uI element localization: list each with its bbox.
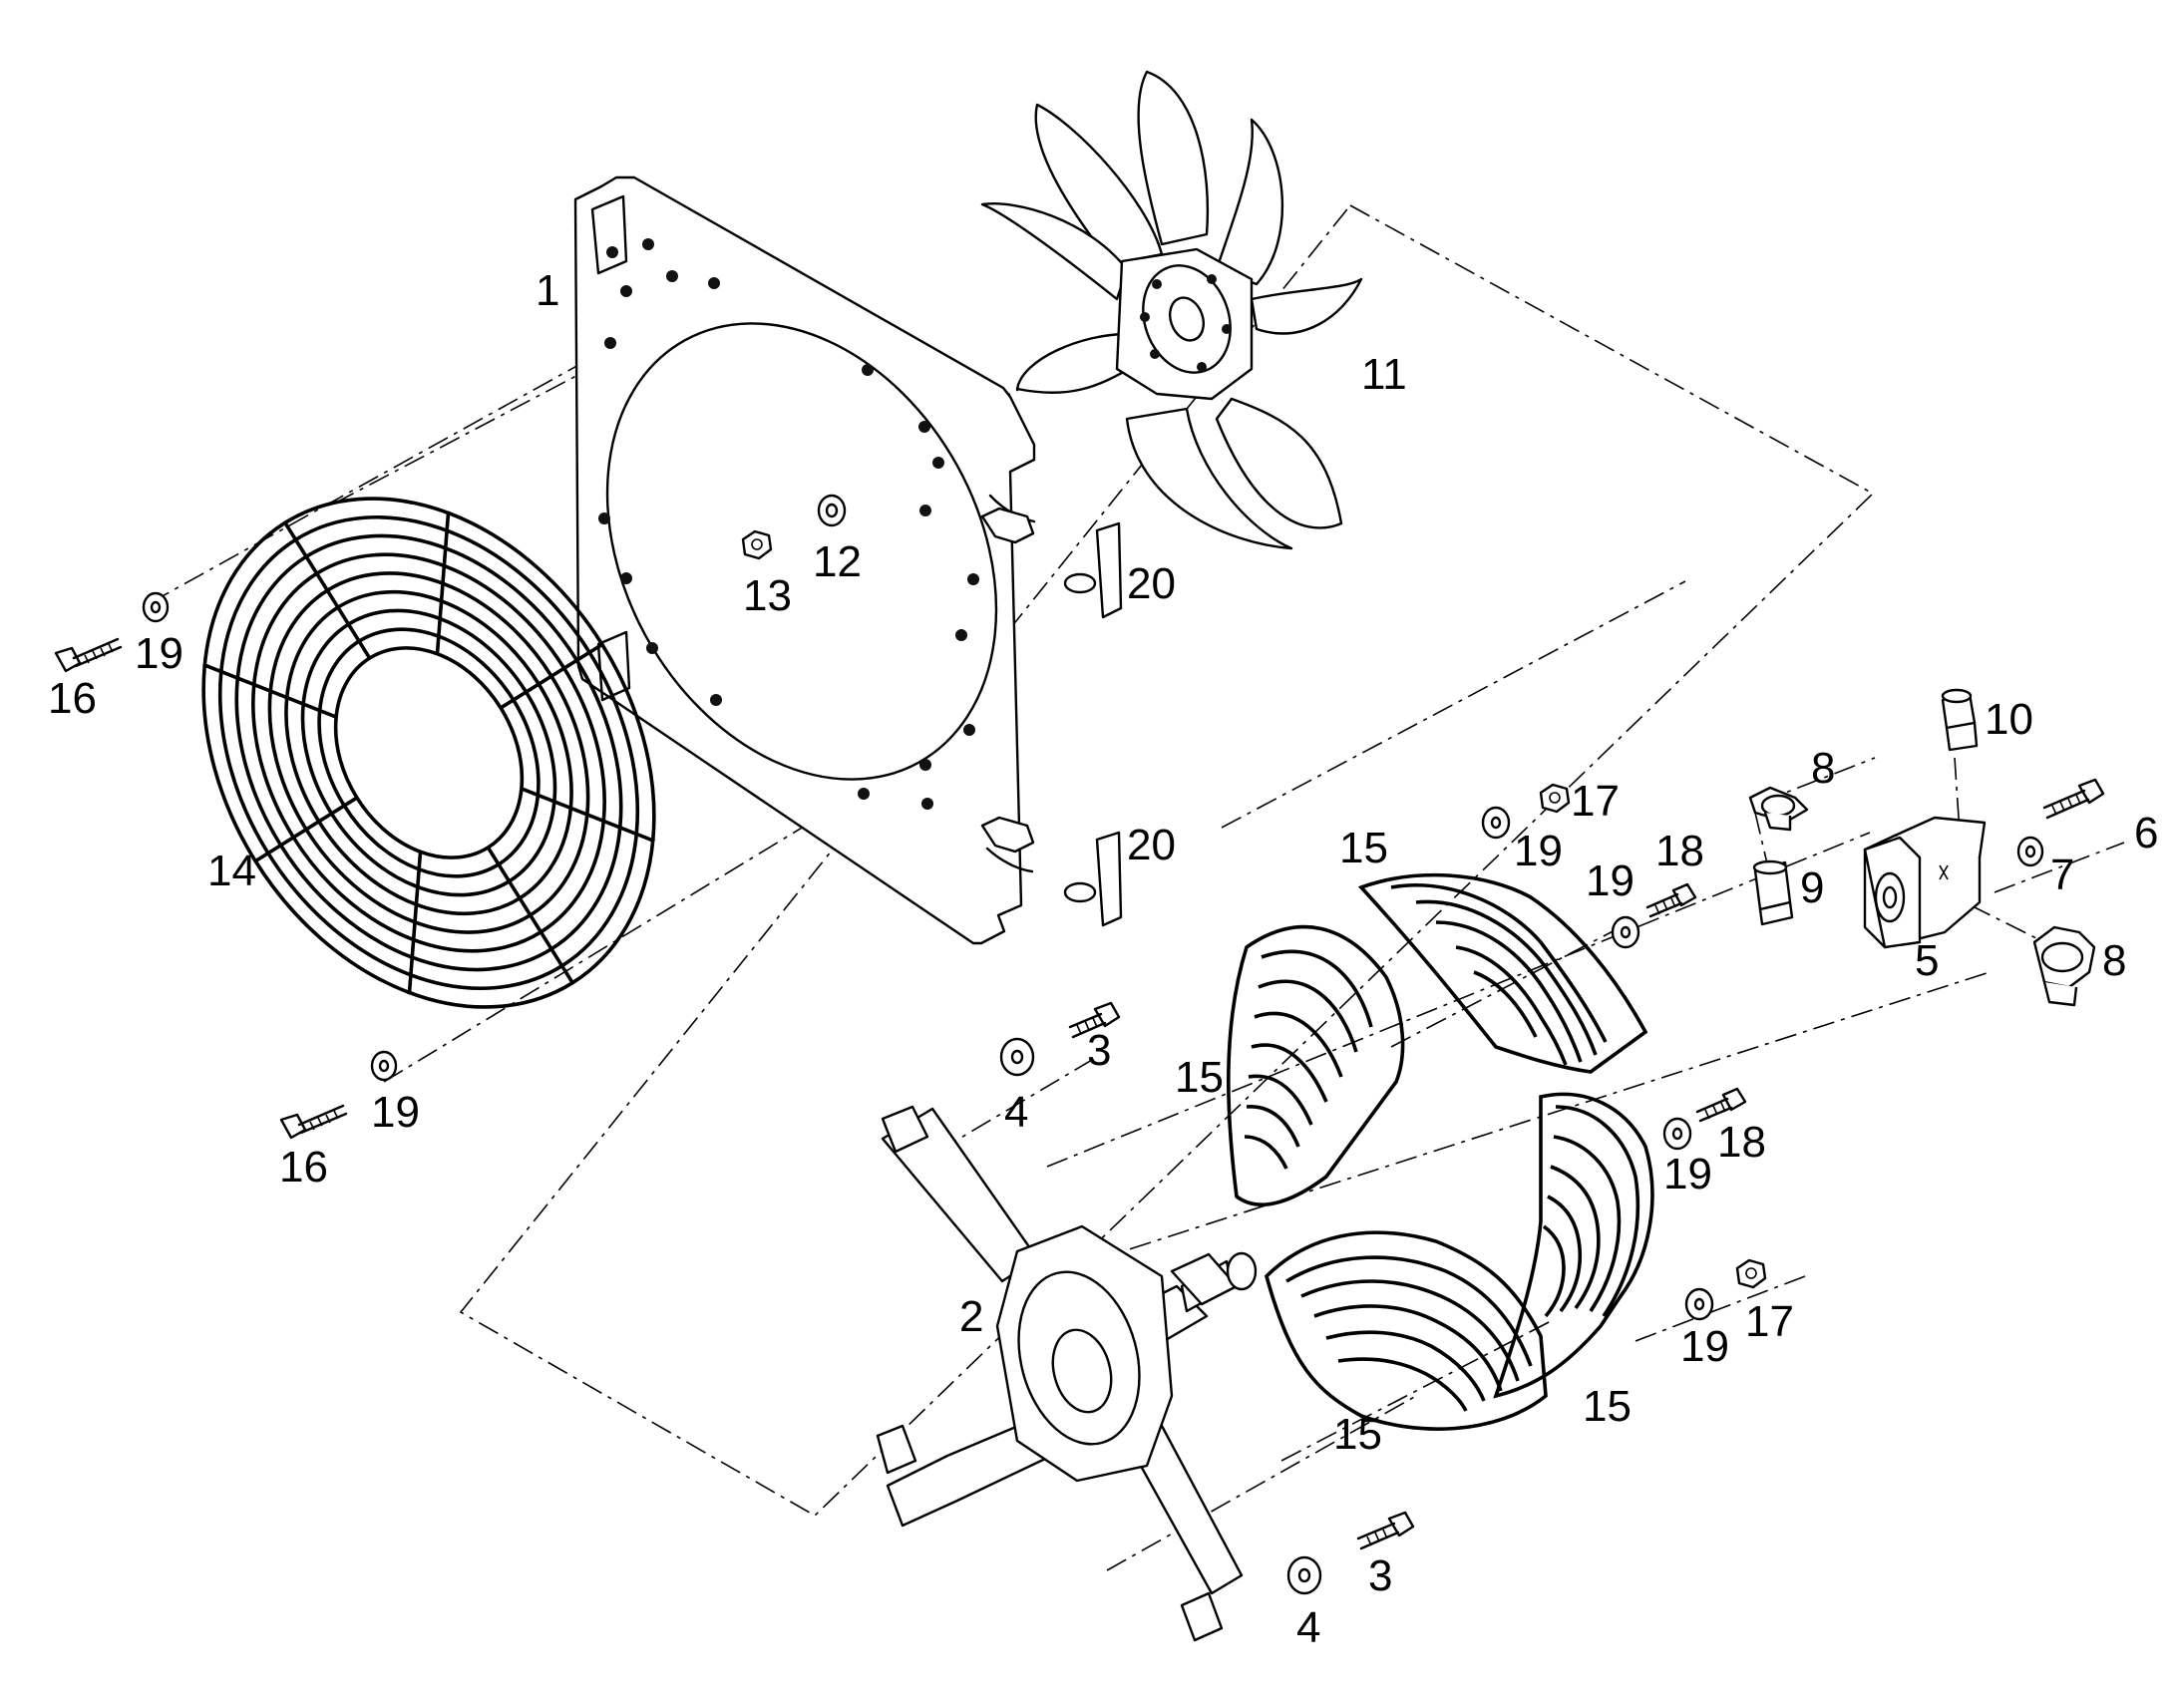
callout-16: 16 [279,1143,328,1192]
callout-12: 12 [813,537,862,586]
callout-17: 17 [1745,1297,1794,1346]
washer-4-upper [999,1037,1035,1077]
callout-3: 3 [1087,1026,1111,1075]
bolt-18-lower [1695,1087,1747,1123]
callout-4: 4 [1004,1088,1028,1137]
callout-6: 6 [2134,809,2158,857]
callout-15: 15 [1339,824,1388,872]
nut-17-upper [1539,783,1571,814]
bolt-18-upper [1645,882,1697,918]
callout-20: 20 [1127,559,1176,608]
guard-segment-lower-right [1493,1092,1654,1399]
callout-14: 14 [207,847,256,895]
mounting-bracket-upper [980,507,1123,619]
guard-segment-lower-left [1264,1230,1548,1431]
callout-20: 20 [1127,821,1176,869]
fitting-9 [1752,859,1794,926]
washer-19-a [142,591,170,623]
callout-19: 19 [1680,1322,1729,1371]
washer-19-e [1662,1117,1692,1151]
flange-8-lower [2032,925,2096,1007]
bolt-16-lower [279,1104,348,1140]
nut-13 [741,529,773,560]
callout-15: 15 [1583,1382,1632,1431]
fitting-10 [1941,688,1979,752]
hydraulic-motor [1863,816,1987,949]
callout-16: 16 [48,674,97,723]
bolt-3-lower [1356,1511,1415,1550]
callout-7: 7 [2050,851,2074,899]
callout-19: 19 [1586,856,1635,905]
callout-15: 15 [1333,1410,1382,1459]
flange-8-upper [1748,786,1809,832]
callout-11: 11 [1361,350,1407,399]
bolt-3-upper [1068,1001,1121,1039]
guard-segment-upper-left [1227,924,1405,1206]
callout-8: 8 [2102,936,2126,985]
o-ring-7 [2016,836,2044,867]
fan-impeller [980,70,1363,550]
callout-13: 13 [743,571,792,620]
callout-8: 8 [1811,744,1835,793]
nut-17-lower [1735,1258,1767,1289]
callout-3: 3 [1368,1551,1392,1600]
callout-labels: 1 2 3 3 4 4 5 6 7 8 8 9 10 11 12 13 14 1… [48,266,2158,1652]
callout-10: 10 [1985,695,2033,744]
washer-4-lower [1286,1555,1322,1595]
callout-19: 19 [371,1088,420,1137]
callout-1: 1 [536,266,559,315]
callout-15: 15 [1175,1053,1224,1102]
guard-segment-upper-right [1357,872,1648,1074]
mounting-bracket-lower [980,816,1123,927]
washer-19-c [1481,806,1511,840]
bolt-16-upper [54,637,123,673]
callout-17: 17 [1571,777,1620,826]
bolt-6 [2042,778,2105,820]
callout-19: 19 [1663,1150,1712,1198]
washer-19-d [1611,915,1640,949]
washer-19-b [370,1050,398,1082]
callout-19: 19 [1514,827,1563,875]
callout-19: 19 [135,629,183,678]
callout-4: 4 [1296,1603,1320,1652]
washer-19-f [1684,1287,1714,1321]
callout-9: 9 [1800,863,1824,912]
callout-18: 18 [1717,1118,1766,1167]
callout-2: 2 [959,1292,983,1341]
fan-shroud-plate [573,175,1036,945]
washer-12 [817,494,847,527]
callout-18: 18 [1655,827,1704,875]
callout-5: 5 [1915,936,1939,985]
fan-guard [201,497,656,1009]
motor-support-bracket [876,1105,1258,1642]
